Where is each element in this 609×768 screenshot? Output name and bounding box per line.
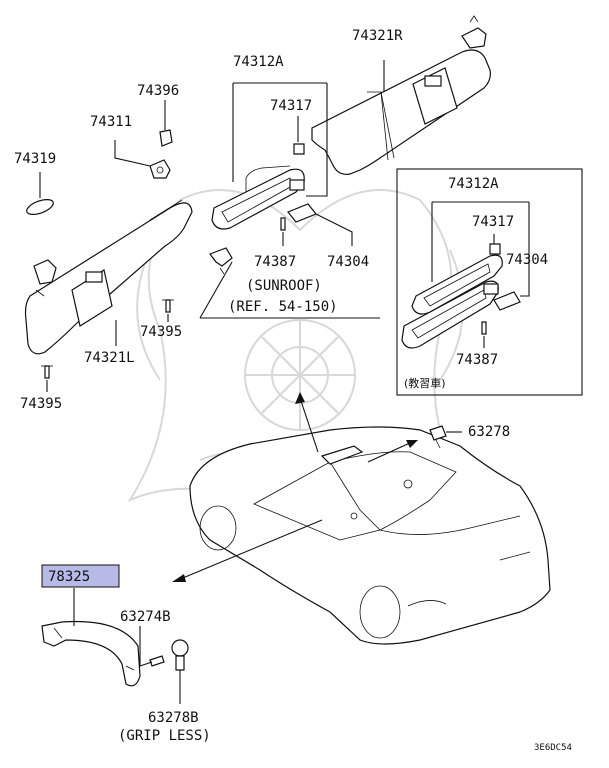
screw-63274B xyxy=(149,655,165,667)
vanity-mirror-top xyxy=(211,143,317,231)
label-74317-top: 74317 xyxy=(270,98,312,114)
label-sunroof: (SUNROOF) xyxy=(246,278,322,294)
label-74387-box: 74387 xyxy=(456,352,498,368)
label-74387-top: 74387 xyxy=(254,254,296,270)
label-74396: 74396 xyxy=(137,83,179,99)
label-74311: 74311 xyxy=(90,114,132,130)
label-74312A-top: 74312A xyxy=(233,54,284,70)
label-74304-top: 74304 xyxy=(327,254,369,270)
sun-visor-left xyxy=(24,199,193,355)
label-63274B: 63274B xyxy=(120,609,171,625)
label-74321L: 74321L xyxy=(84,350,135,366)
diagram-code: 3E6DC54 xyxy=(534,743,572,753)
label-sunroof-ref: (REF. 54-150) xyxy=(228,299,338,315)
holder-74319 xyxy=(26,199,54,215)
label-74319: 74319 xyxy=(14,151,56,167)
screw-74395-a xyxy=(162,299,174,313)
training-vehicle-box xyxy=(396,168,583,396)
arrows xyxy=(172,392,418,582)
clip-74396 xyxy=(159,129,173,147)
label-74312A-box: 74312A xyxy=(448,176,499,192)
label-78325: 78325 xyxy=(48,569,90,585)
label-74317-box: 74317 xyxy=(472,214,514,230)
label-training-vehicle: (教習車) xyxy=(404,376,446,390)
vanity-mirror-box xyxy=(401,243,521,349)
screw-74395-b xyxy=(41,365,53,379)
clip-63278B xyxy=(171,639,189,671)
label-63278B: 63278B xyxy=(148,710,199,726)
label-74321R: 74321R xyxy=(352,28,403,44)
highlight-78325 xyxy=(41,564,120,588)
label-74395-a: 74395 xyxy=(140,324,182,340)
label-63278: 63278 xyxy=(468,424,510,440)
sun-visor-right xyxy=(311,15,491,175)
label-74304-box: 74304 xyxy=(506,252,548,268)
label-74395-b: 74395 xyxy=(20,396,62,412)
bracket-74311 xyxy=(149,159,171,179)
leader-lines xyxy=(39,60,530,704)
car-silhouette xyxy=(189,426,551,645)
label-grip-less: (GRIP LESS) xyxy=(118,728,211,744)
assist-grip xyxy=(41,620,141,687)
clip-63278 xyxy=(429,425,447,449)
sunroof-bracket xyxy=(209,247,233,275)
